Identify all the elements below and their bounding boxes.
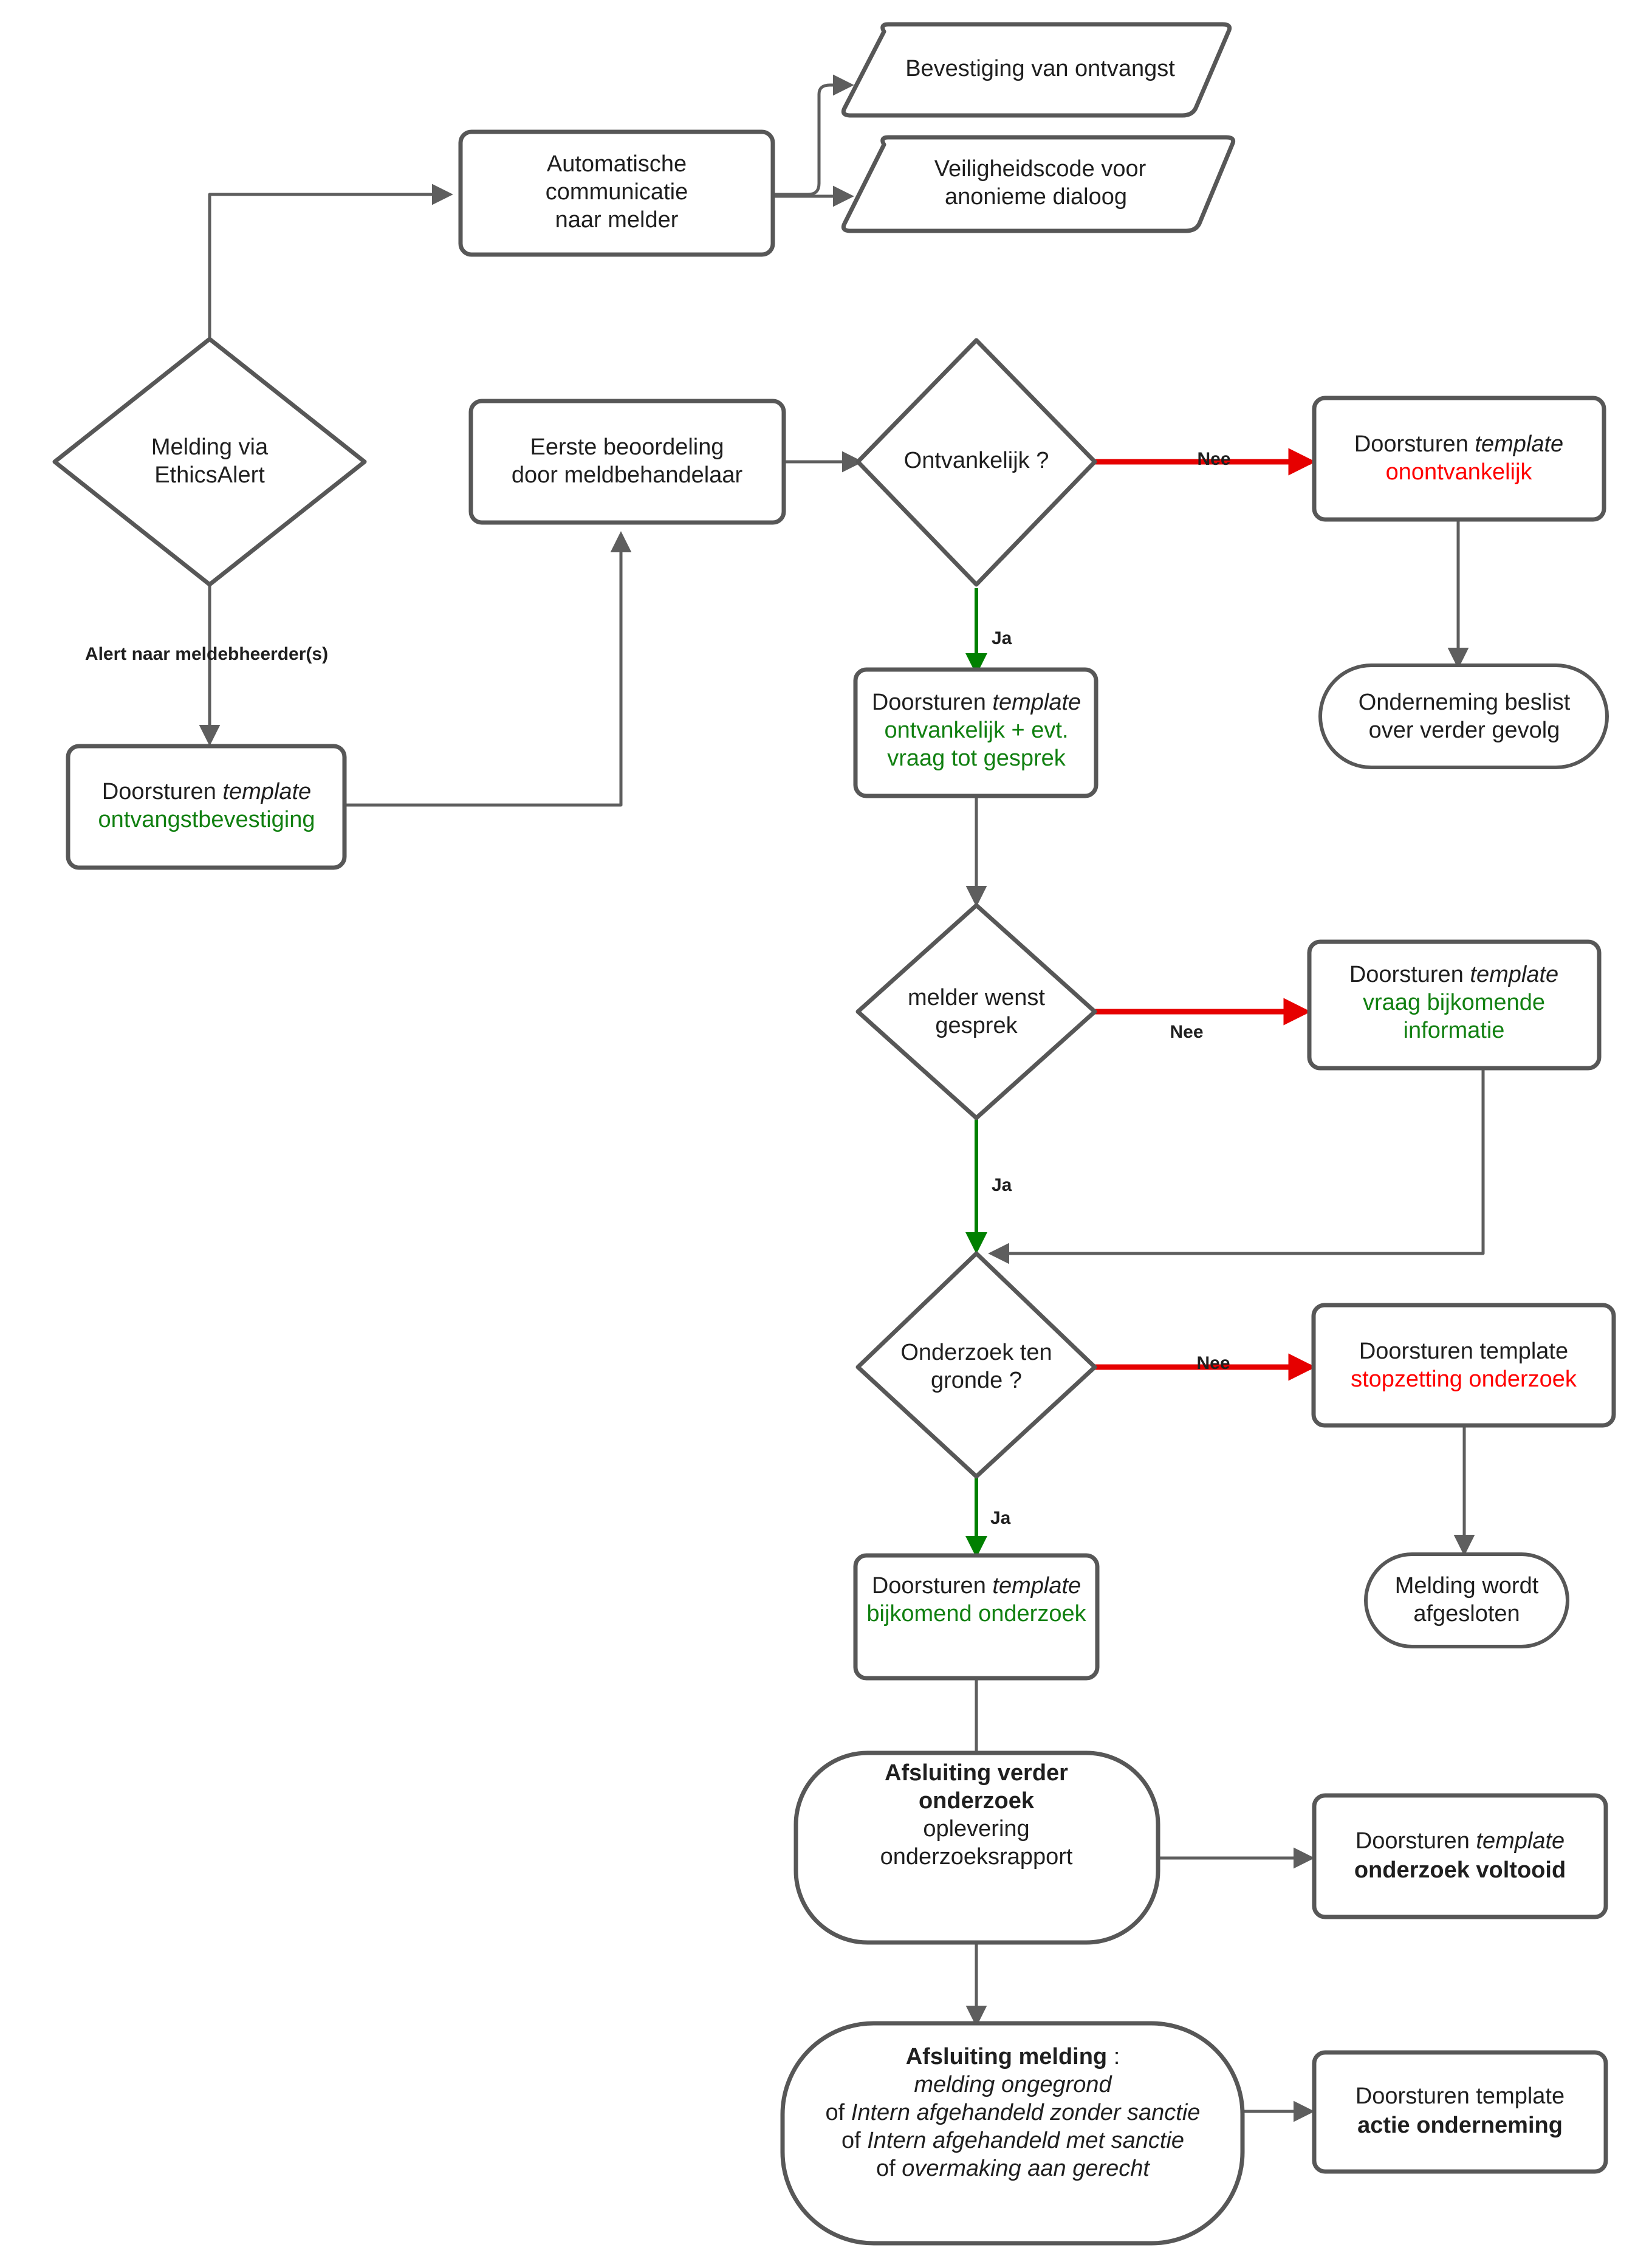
label-automatische-communicatie-3: naar melder [555,207,679,233]
label-onderzoek-ten-gronde-2: gronde ? [931,1368,1022,1393]
node-melding-afgesloten[interactable] [1364,1552,1569,1648]
node-onderneming-beslist[interactable] [1318,663,1609,769]
node-tpl-onontvankelijk[interactable] [1312,396,1606,522]
label-ontvangstbevestiging-2: ontvangstbevestiging [98,807,315,832]
label-afsluiting-melding-1: Afsluiting melding : [906,2044,1120,2069]
node-tpl-vraag-bijkomende-info[interactable] [1307,939,1602,1071]
label-afsluiting-verder-4: onderzoeksrapport [880,1844,1073,1870]
label-onderneming-beslist-1: Onderneming beslist [1359,690,1571,715]
label-afsluiting-melding-5-value: overmaking aan gerecht [902,2156,1150,2181]
node-ontvankelijk[interactable] [855,338,1097,587]
node-veiligheidscode[interactable] [841,135,1236,233]
node-bevestiging-van-ontvangst[interactable] [841,22,1232,118]
label-actie-onderneming-2: actie onderneming [1357,2113,1563,2138]
label-afsluiting-melding-3-prefix: of [826,2100,851,2125]
label-stopzetting-1: Doorsturen template [1359,1339,1568,1364]
edge-label-melderwenst-ja: Ja [992,1175,1012,1195]
label-melding-via-1: Melding via [151,434,269,460]
node-ontvangstbevestiging[interactable] [66,744,347,870]
label-afsluiting-melding-heading: Afsluiting melding [906,2044,1107,2069]
node-tpl-ontvankelijk[interactable] [853,667,1098,798]
label-afsluiting-verder-3: oplevering [923,1816,1029,1842]
label-afsluiting-melding-3: of Intern afgehandeld zonder sanctie [826,2100,1201,2125]
label-bijkomend-onderzoek-1: Doorsturen template [872,1573,1081,1599]
label-automatische-communicatie-1: Automatische [547,151,687,177]
label-afsluiting-melding-colon: : [1107,2044,1120,2069]
label-ontvangstbevestiging-doorsturen: Doorsturen [102,779,223,804]
label-onderzoek-voltooid-1: Doorsturen template [1356,1828,1565,1854]
label-onderneming-beslist-2: over verder gevolg [1369,718,1560,743]
node-melder-wenst-gesprek[interactable] [855,903,1097,1120]
label-bijkomend-onderzoek-doorsturen: Doorsturen [872,1573,993,1599]
label-eerste-beoordeling-2: door meldbehandelaar [512,462,743,488]
label-onontvankelijk-2: onontvankelijk [1386,459,1533,485]
connector-ontvangstbevestiging-to-eerste [346,531,632,807]
connector-autocomm-to-bevestiging [773,74,854,196]
label-veiligheidscode-2: anonieme dialoog [945,184,1127,210]
label-melder-wenst-1: melder wenst [908,985,1045,1010]
label-bijkomend-onderzoek-2: bijkomend onderzoek [866,1601,1086,1627]
label-bijkomende-info-doorsturen: Doorsturen [1349,962,1470,987]
node-onderzoek-ten-gronde[interactable] [855,1251,1097,1479]
node-afsluiting-verder-onderzoek[interactable] [793,1750,1160,1945]
label-tpl-ontvankelijk-1: Doorsturen template [872,690,1081,715]
edge-label-ontvankelijk-ja: Ja [992,628,1012,648]
label-onderzoek-ten-gronde-1: Onderzoek ten [900,1340,1052,1365]
connector-bijkomendeinfo-to-onderzoek [988,1069,1485,1264]
label-afsluiting-melding-5: of overmaking aan gerecht [876,2156,1150,2181]
label-onontvankelijk-1: Doorsturen template [1354,431,1563,457]
edge-label-ontvankelijk-nee: Nee [1197,449,1230,469]
label-automatische-communicatie-2: communicatie [546,179,688,205]
label-actie-onderneming-1: Doorsturen template [1356,2083,1565,2109]
label-tpl-ontvankelijk-2: ontvankelijk + evt. [884,718,1068,743]
label-tpl-ontvankelijk-template: template [992,690,1081,715]
label-melding-afgesloten-2: afgesloten [1413,1601,1520,1627]
label-bijkomende-info-3: informatie [1404,1018,1505,1043]
label-tpl-ontvankelijk-doorsturen: Doorsturen [872,690,993,715]
label-bijkomende-info-template: template [1470,962,1558,987]
label-onderzoek-voltooid-doorsturen: Doorsturen [1356,1828,1476,1854]
label-bijkomende-info-1: Doorsturen template [1349,962,1558,987]
label-melding-afgesloten-1: Melding wordt [1395,1573,1539,1599]
node-automatische-communicatie[interactable] [458,129,775,257]
label-onontvankelijk-template: template [1475,431,1563,457]
label-onontvankelijk-doorsturen: Doorsturen [1354,431,1475,457]
label-stopzetting-2: stopzetting onderzoek [1351,1366,1577,1392]
label-ontvangstbevestiging-1: Doorsturen template [102,779,311,804]
edge-label-alert-naar-meldebheerders: Alert naar meldebheerder(s) [85,644,328,664]
label-afsluiting-melding-5-prefix: of [876,2156,902,2181]
label-afsluiting-melding-4-prefix: of [841,2128,867,2153]
node-eerste-beoordeling[interactable] [468,399,786,525]
edge-label-onderzoek-ja: Ja [990,1508,1011,1528]
label-afsluiting-melding-3-value: Intern afgehandeld zonder sanctie [851,2100,1201,2125]
label-bijkomende-info-2: vraag bijkomende [1363,990,1545,1015]
label-afsluiting-melding-2: melding ongegrond [914,2072,1112,2097]
label-afsluiting-melding-4-value: Intern afgehandeld met sanctie [867,2128,1184,2153]
node-tpl-bijkomend-onderzoek[interactable] [853,1553,1100,1681]
label-afsluiting-verder-1: Afsluiting verder [885,1760,1068,1786]
edge-label-melderwenst-nee: Nee [1170,1022,1203,1042]
node-melding-via-ethicsalert[interactable] [52,337,367,587]
label-afsluiting-melding-4: of Intern afgehandeld met sanctie [841,2128,1184,2153]
label-melder-wenst-2: gesprek [935,1013,1018,1038]
label-tpl-ontvankelijk-3: vraag tot gesprek [887,746,1066,771]
node-afsluiting-melding[interactable] [780,2021,1245,2246]
edge-label-onderzoek-nee: Nee [1196,1353,1230,1373]
label-bijkomend-onderzoek-template: template [992,1573,1081,1599]
label-veiligheidscode-1: Veiligheidscode voor [934,156,1146,182]
label-afsluiting-verder-2: onderzoek [919,1788,1035,1814]
label-bevestiging-van-ontvangst: Bevestiging van ontvangst [905,56,1175,81]
label-eerste-beoordeling-1: Eerste beoordeling [530,434,724,460]
label-onderzoek-voltooid-2: onderzoek voltooid [1354,1857,1566,1883]
label-onderzoek-voltooid-template: template [1476,1828,1565,1854]
node-tpl-onderzoek-voltooid[interactable] [1312,1793,1608,1919]
label-ontvangstbevestiging-template: template [222,779,311,804]
node-tpl-actie-onderneming[interactable] [1312,2050,1608,2174]
node-tpl-stopzetting[interactable] [1311,1303,1616,1428]
connector-melding-to-autocomm [208,183,453,340]
label-ontvankelijk: Ontvankelijk ? [904,448,1049,473]
label-melding-via-2: EthicsAlert [154,462,265,488]
